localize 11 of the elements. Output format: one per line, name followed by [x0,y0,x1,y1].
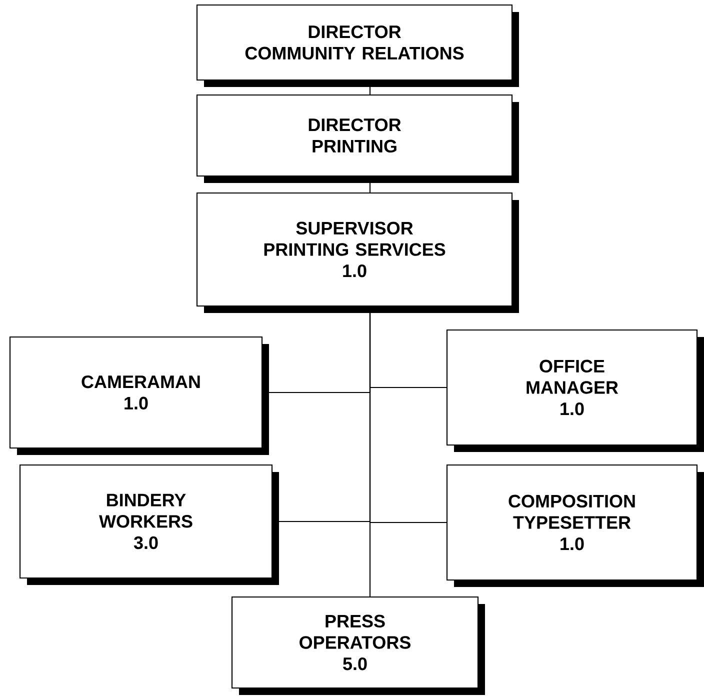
position-box: PRESS OPERATORS 5.0 [231,596,485,695]
position-box: DIRECTOR PRINTING [196,94,519,183]
position-box: DIRECTOR COMMUNITY RELATIONS [196,4,519,87]
position-box: SUPERVISOR PRINTING SERVICES 1.0 [196,192,519,313]
connector-line [369,183,371,193]
connector-line [369,87,371,95]
position-box: CAMERAMAN 1.0 [9,336,269,455]
position-box: BINDERY WORKERS 3.0 [19,464,279,585]
position-box: OFFICE MANAGER 1.0 [446,329,704,452]
connector-line [369,313,371,597]
position-box: COMPOSITION TYPESETTER 1.0 [446,464,704,587]
